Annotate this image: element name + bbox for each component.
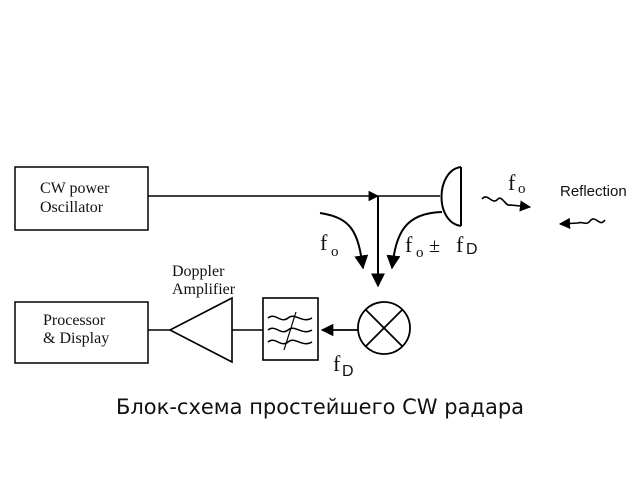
received-fd-sub: D — [466, 241, 478, 258]
oscillator-label-line2: Oscillator — [40, 199, 104, 216]
amplifier-label-line1: Doppler — [172, 263, 225, 280]
fo-curved-arrow — [319, 212, 369, 270]
fo-mixer-sub: o — [331, 244, 339, 260]
fo-mixer-f: f — [320, 230, 328, 255]
filter-block — [262, 297, 319, 361]
received-plus-minus: ± — [429, 235, 440, 257]
oscillator-block: CW power Oscillator — [14, 166, 149, 231]
fo-transmit-f: f — [508, 170, 516, 195]
processor-label-line2: & Display — [43, 330, 109, 347]
doppler-amplifier: Doppler Amplifier — [168, 263, 236, 364]
mixer-icon — [357, 301, 411, 355]
fd-output-sub: D — [342, 363, 354, 380]
fo-transmit-sub: o — [518, 181, 526, 197]
outgoing-wave-arrow — [481, 196, 532, 212]
processor-block: Processor & Display — [14, 301, 149, 364]
reflection-label: Reflection — [560, 183, 627, 200]
oscillator-label-line1: CW power — [40, 180, 110, 197]
antenna-icon — [440, 166, 462, 227]
received-fd-f: f — [456, 232, 464, 257]
fd-output-f: f — [333, 351, 341, 376]
received-curved-arrow — [386, 211, 443, 270]
processor-label-line1: Processor — [43, 312, 106, 329]
incoming-reflection-arrow — [558, 217, 606, 230]
amplifier-label-line2: Amplifier — [172, 281, 236, 298]
diagram-caption: Блок-схема простейшего CW радара — [115, 395, 525, 419]
received-f: f — [405, 232, 413, 257]
received-sub-o: o — [416, 245, 424, 261]
